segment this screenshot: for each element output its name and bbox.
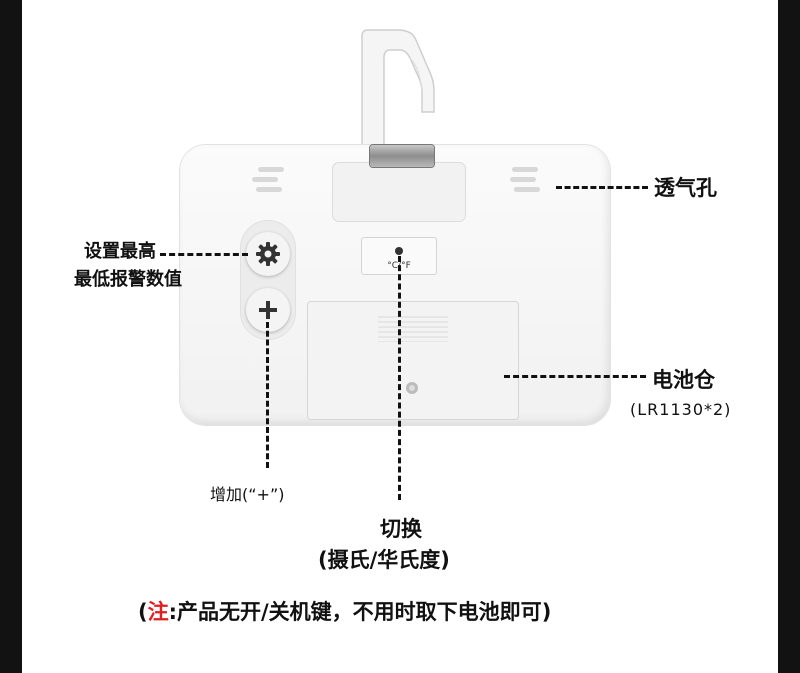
settings-label: 设置最高 最低报警数值 [32,238,182,294]
right-border [778,0,800,673]
battery-compartment-cover[interactable] [308,302,518,419]
cover-grip [378,316,448,342]
vent-slot [252,177,278,182]
hook-icon [361,29,441,178]
vent-slot [512,167,538,172]
switch-title-label: 切换 [380,517,422,541]
add-leader-line [266,322,269,468]
vent-slot [514,187,540,192]
footnote-open-paren: ( [138,600,148,624]
vent-label: 透气孔 [654,176,717,200]
settings-button[interactable] [246,232,290,276]
switch-sub-label: (摄氏/华氏度) [318,548,450,572]
gear-icon [256,242,280,266]
metal-clip [370,145,434,167]
footnote-prefix: 注 [147,600,169,624]
footnote: (注:产品无开/关机键，不用时取下电池即可) [138,596,551,626]
add-button[interactable] [246,288,290,332]
settings-label-line2: 最低报警数值 [74,269,182,290]
vent-slot [256,187,282,192]
settings-leader-line [160,253,248,256]
settings-label-line1: 设置最高 [84,241,156,262]
vent-leader-line [556,186,648,189]
switch-hole [395,247,403,255]
vent-slot [510,177,536,182]
battery-model-label: (LR1130*2) [630,400,732,419]
add-button-label: 增加(“+”) [210,485,285,504]
left-border [0,0,22,673]
battery-leader-line [504,375,646,378]
footnote-close-paren: ) [541,600,552,624]
vent-slot [258,167,284,172]
battery-label: 电池仓 [652,368,715,392]
footnote-body: :产品无开/关机键，不用时取下电池即可 [168,600,542,624]
plus-icon [259,301,277,319]
cover-screw [406,382,418,394]
switch-leader-line [398,256,401,500]
hook-mount-plate [333,163,465,221]
